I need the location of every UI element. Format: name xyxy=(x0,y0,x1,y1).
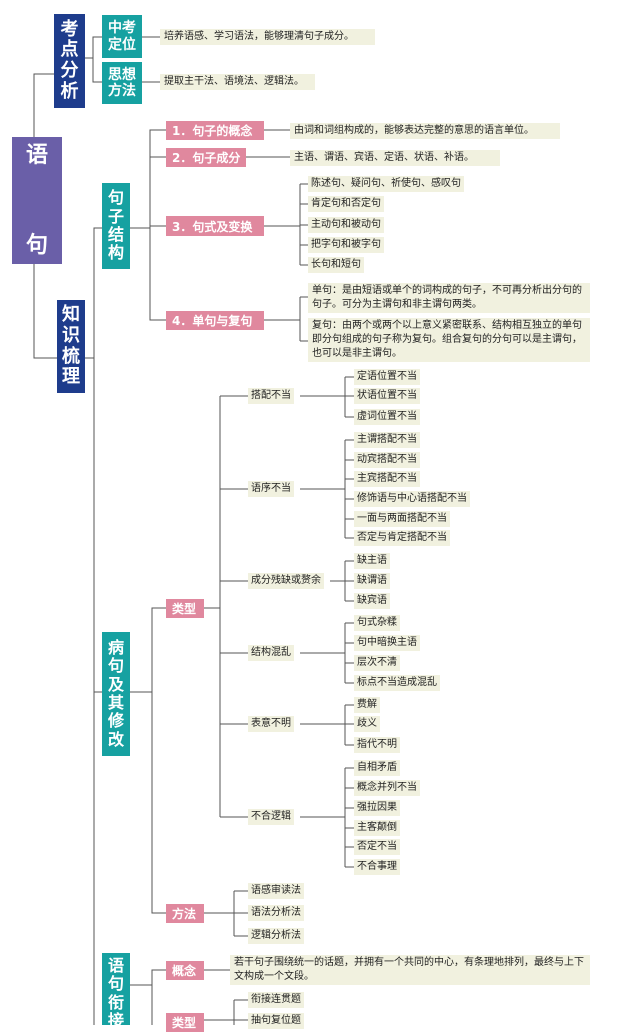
zhishi-title: 知识梳理 xyxy=(62,304,80,388)
bingju-title: 病句及其修改 xyxy=(107,637,124,749)
jushi-item: 肯定句和否定句 xyxy=(308,196,384,212)
group-item: 歧义 xyxy=(354,716,380,732)
root-node: 语 句 xyxy=(12,137,62,264)
xianjie-item: 衔接连贯题 xyxy=(248,992,304,1008)
fangfa-item: 语感审读法 xyxy=(248,883,304,899)
group-item: 修饰语与中心语搭配不当 xyxy=(354,491,470,507)
fangfa-item: 逻辑分析法 xyxy=(248,928,304,944)
zhongkao-title: 中考定位 xyxy=(108,20,136,53)
group-item: 费解 xyxy=(354,697,380,713)
chengfen-label: 2．句子成分 xyxy=(166,148,246,167)
group-item: 主谓搭配不当 xyxy=(354,432,420,448)
kaodian-title: 考点分析 xyxy=(60,18,79,102)
jushi-item: 长句和短句 xyxy=(308,257,364,273)
fu-text: 复句：由两个或两个以上意义紧密联系、结构相互独立的单句即分句组成的句子称为复句。… xyxy=(308,318,590,362)
juzi-node: 句子结构 xyxy=(102,183,130,269)
group-item: 不合事理 xyxy=(354,859,400,875)
chengfen-text: 主语、谓语、宾语、定语、状语、补语。 xyxy=(290,150,500,166)
group-item: 句中暗换主语 xyxy=(354,635,420,651)
xianjie-node: 语句衔接 xyxy=(102,953,130,1025)
jushi-label: 3．句式及变换 xyxy=(166,216,264,236)
danfu-label: 4．单句与复句 xyxy=(166,311,264,330)
group-label: 语序不当 xyxy=(248,481,294,497)
group-item: 缺谓语 xyxy=(354,573,390,589)
gainian-text: 若干句子围绕统一的话题，并拥有一个共同的中心，有条理地排列，最终与上下文构成一个… xyxy=(230,955,590,985)
zhishi-node: 知识梳理 xyxy=(57,300,85,393)
concept-label: 1．句子的概念 xyxy=(166,121,264,140)
group-item: 主客颠倒 xyxy=(354,820,400,836)
group-item: 否定不当 xyxy=(354,839,400,855)
group-item: 动宾搭配不当 xyxy=(354,452,420,468)
group-item: 状语位置不当 xyxy=(354,388,420,404)
group-item: 否定与肯定搭配不当 xyxy=(354,530,450,546)
fangfa-label: 方法 xyxy=(166,904,204,923)
sixiang-title: 思想方法 xyxy=(108,66,136,99)
root-char-2: 句 xyxy=(25,232,48,258)
jushi-item: 把字句和被字句 xyxy=(308,237,384,253)
group-item: 一面与两面搭配不当 xyxy=(354,511,450,527)
leixing-label: 类型 xyxy=(166,599,204,618)
bingju-node: 病句及其修改 xyxy=(102,632,130,756)
xianjie-leixing-label: 类型 xyxy=(166,1013,204,1032)
gainian-label: 概念 xyxy=(166,961,204,980)
zhongkao-node: 中考定位 xyxy=(102,15,142,58)
fangfa-item: 语法分析法 xyxy=(248,905,304,921)
group-label: 搭配不当 xyxy=(248,388,294,404)
group-item: 概念并列不当 xyxy=(354,780,420,796)
group-item: 缺主语 xyxy=(354,553,390,569)
juzi-title: 句子结构 xyxy=(107,188,124,263)
group-item: 强拉因果 xyxy=(354,800,400,816)
group-item: 定语位置不当 xyxy=(354,369,420,385)
group-item: 自相矛盾 xyxy=(354,760,400,776)
xianjie-item: 抽句复位题 xyxy=(248,1013,304,1029)
concept-text: 由词和词组构成的，能够表达完整的意思的语言单位。 xyxy=(290,123,560,139)
group-item: 指代不明 xyxy=(354,737,400,753)
sixiang-text: 提取主干法、语境法、逻辑法。 xyxy=(160,74,315,90)
xianjie-title: 语句衔接 xyxy=(107,956,124,1025)
group-label: 结构混乱 xyxy=(248,645,294,661)
group-item: 主宾搭配不当 xyxy=(354,471,420,487)
group-item: 层次不清 xyxy=(354,655,400,671)
group-label: 不合逻辑 xyxy=(248,809,294,825)
group-label: 表意不明 xyxy=(248,716,294,732)
sixiang-node: 思想方法 xyxy=(102,62,142,104)
zhongkao-text: 培养语感、学习语法，能够理清句子成分。 xyxy=(160,29,375,45)
root-char-1: 语 xyxy=(25,143,48,168)
group-item: 标点不当造成混乱 xyxy=(354,675,440,691)
kaodian-node: 考点分析 xyxy=(54,14,85,108)
group-item: 缺宾语 xyxy=(354,593,390,609)
group-label: 成分残缺或赘余 xyxy=(248,573,324,589)
dan-text: 单句：是由短语或单个的词构成的句子，不可再分析出分句的句子。可分为主谓句和非主谓… xyxy=(308,283,590,313)
jushi-item: 陈述句、疑问句、祈使句、感叹句 xyxy=(308,176,464,192)
group-item: 虚词位置不当 xyxy=(354,409,420,425)
jushi-item: 主动句和被动句 xyxy=(308,217,384,233)
group-item: 句式杂糅 xyxy=(354,615,400,631)
